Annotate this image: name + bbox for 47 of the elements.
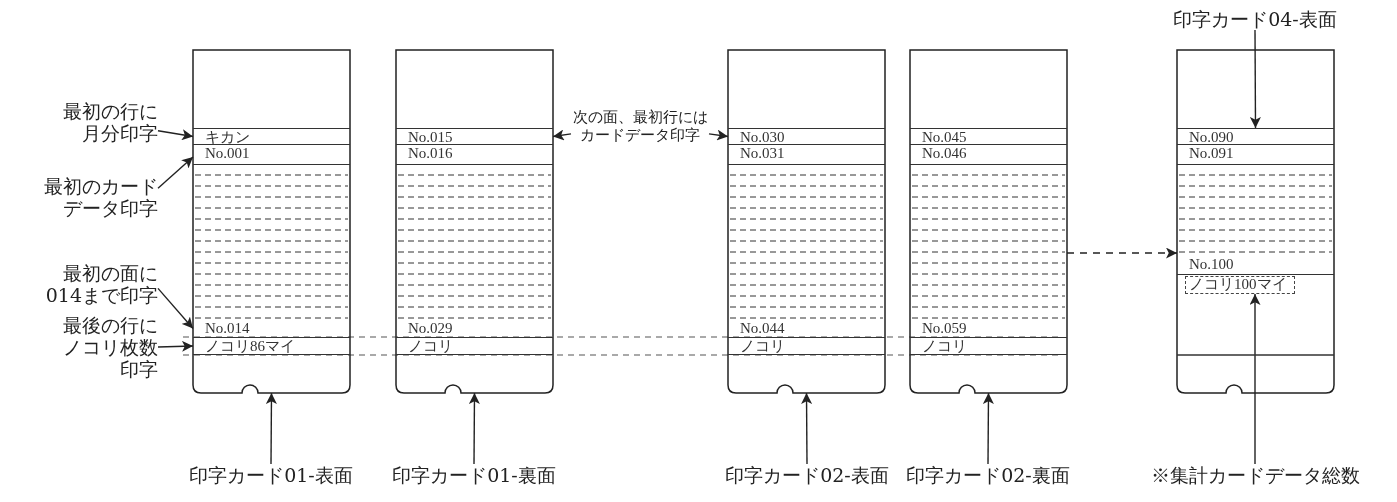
- arrow: [157, 287, 194, 330]
- print-row: No.091: [1177, 145, 1334, 165]
- print-row: No.015: [396, 128, 553, 145]
- print-row: No.030: [728, 128, 885, 145]
- callout-text: 印字カード01-裏面: [374, 464, 574, 486]
- arrow: [157, 156, 194, 189]
- print-row: No.031: [728, 145, 885, 165]
- print-row: ノコリ: [396, 337, 553, 355]
- ticket-card: [1177, 50, 1334, 393]
- ticket-card: [396, 50, 553, 393]
- print-row: No.029: [396, 320, 553, 337]
- callout-text: 印字カード04-表面: [1150, 8, 1360, 30]
- print-row: No.016: [396, 145, 553, 165]
- callout-text: 最初の面に014まで印字: [36, 262, 158, 306]
- arrow: [1066, 247, 1178, 259]
- highlighted-row: ノコリ100マイ: [1185, 276, 1295, 294]
- callout-text: 最初の行に月分印字: [58, 100, 158, 144]
- print-row: No.001: [193, 145, 350, 165]
- arrow: [982, 392, 994, 465]
- arrow: [1249, 29, 1261, 129]
- print-row: キカン: [193, 128, 350, 145]
- print-row: No.059: [910, 320, 1067, 337]
- arrow: [468, 392, 480, 465]
- callout-text: 最初のカードデータ印字: [38, 175, 158, 219]
- print-row: No.100: [1177, 256, 1334, 275]
- print-row: ノコリ86マイ: [193, 337, 350, 355]
- arrow: [708, 129, 729, 141]
- arrow: [552, 129, 572, 141]
- ticket-card: [193, 50, 350, 393]
- callout-text: 印字カード01-表面: [171, 464, 371, 486]
- print-row: ノコリ: [728, 337, 885, 355]
- print-row: No.044: [728, 320, 885, 337]
- arrow: [157, 129, 194, 141]
- print-row: No.045: [910, 128, 1067, 145]
- callout-text: 最後の行にノコリ枚数印字: [56, 314, 158, 380]
- ticket-card: [910, 50, 1067, 393]
- print-row: ノコリ: [910, 337, 1067, 355]
- ticket-card: [728, 50, 885, 393]
- print-row: No.090: [1177, 128, 1334, 145]
- arrow: [1249, 293, 1261, 465]
- arrow: [157, 340, 194, 352]
- callout-text: 次の面、最初行にはカードデータ印字: [571, 108, 709, 144]
- callout-text: ※集計カードデータ総数: [1130, 464, 1380, 486]
- arrow: [265, 392, 277, 465]
- arrow: [801, 392, 813, 465]
- print-row: No.014: [193, 320, 350, 337]
- print-row: No.046: [910, 145, 1067, 165]
